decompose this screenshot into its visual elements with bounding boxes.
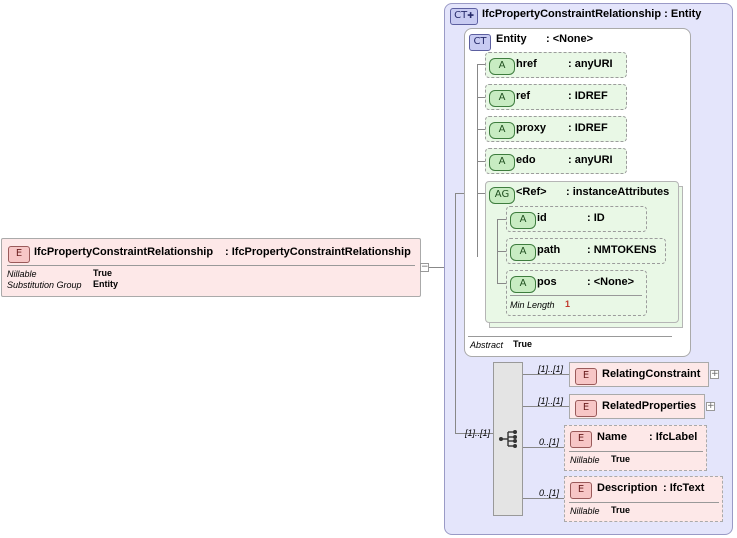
attribute-name: id: [537, 212, 547, 224]
attribute-type: : anyURI: [568, 154, 613, 166]
connector: [497, 283, 506, 284]
attribute-group-name: <Ref>: [516, 186, 547, 198]
connector: [523, 447, 564, 448]
element-name[interactable]: E Name : IfcLabel Nillable True: [564, 425, 707, 471]
attribute-type: : anyURI: [568, 58, 613, 70]
entity-type: : <None>: [546, 33, 594, 45]
attribute-badge: A: [510, 276, 536, 293]
element-name-label: Name: [597, 431, 627, 443]
connector: [497, 251, 506, 252]
root-element-name: IfcPropertyConstraintRelationship: [34, 246, 214, 258]
element-badge: E: [575, 400, 597, 417]
attribute-edo[interactable]: A edo : anyURI: [485, 148, 627, 174]
root-element[interactable]: E IfcPropertyConstraintRelationship : If…: [1, 238, 421, 297]
attribute-group-type: : instanceAttributes: [566, 186, 670, 198]
complex-type-badge: CT✚: [450, 8, 478, 25]
root-prop-value: True: [93, 268, 113, 278]
connector: [477, 129, 485, 130]
attribute-badge: A: [489, 58, 515, 75]
attribute-name: proxy: [516, 122, 546, 134]
attribute-name: pos: [537, 276, 557, 288]
divider: [7, 265, 415, 266]
element-description[interactable]: E Description : IfcText Nillable True: [564, 476, 723, 522]
nillable-value: True: [611, 505, 631, 515]
connector: [477, 161, 485, 162]
attribute-type: : <None>: [587, 276, 635, 288]
attribute-proxy[interactable]: A proxy : IDREF: [485, 116, 627, 142]
attribute-badge: A: [489, 90, 515, 107]
attribute-badge: A: [489, 122, 515, 139]
element-name: RelatedProperties: [602, 400, 697, 412]
attribute-path[interactable]: A path : NMTOKENS: [506, 238, 666, 264]
connector: [477, 97, 485, 98]
element-badge: E: [575, 368, 597, 385]
attribute-pos[interactable]: A pos : <None> Min Length 1: [506, 270, 647, 316]
connector: [477, 64, 485, 65]
connector: [523, 374, 569, 375]
divider: [510, 295, 642, 296]
sequence-cardinality: [1]..[1]: [465, 428, 491, 438]
element-badge: E: [8, 246, 30, 263]
element-type: : IfcLabel: [649, 431, 698, 443]
connector: [477, 193, 485, 194]
attribute-badge: A: [489, 154, 515, 171]
attribute-group-badge: AG: [489, 187, 515, 204]
connector: [523, 498, 564, 499]
child-cardinality: [1]..[1]: [538, 396, 564, 406]
attribute-href[interactable]: A href : anyURI: [485, 52, 627, 78]
attribute-name: path: [537, 244, 561, 256]
attribute-ref[interactable]: A ref : IDREF: [485, 84, 627, 110]
element-type: : IfcText: [663, 482, 705, 494]
connector: [523, 406, 569, 407]
connector: [455, 433, 493, 434]
connector: [455, 193, 465, 194]
attribute-type: : IDREF: [568, 122, 608, 134]
nillable-label: Nillable: [570, 506, 600, 516]
entity-badge: CT: [469, 34, 491, 51]
attribute-name: href: [516, 58, 537, 70]
element-name: RelatingConstraint: [602, 368, 701, 380]
child-cardinality: [1]..[1]: [538, 364, 564, 374]
child-cardinality: 0..[1]: [539, 437, 560, 447]
child-cardinality: 0..[1]: [539, 488, 560, 498]
collapse-icon[interactable]: −: [420, 262, 429, 272]
element-relating-constraint[interactable]: E RelatingConstraint: [569, 362, 709, 387]
element-related-properties[interactable]: E RelatedProperties: [569, 394, 705, 419]
expand-icon[interactable]: +: [706, 401, 715, 411]
divider: [569, 502, 719, 503]
attribute-id[interactable]: A id : ID: [506, 206, 647, 232]
attribute-type: : ID: [587, 212, 605, 224]
min-length-value: 1: [565, 299, 571, 309]
attribute-type: : IDREF: [568, 90, 608, 102]
attribute-badge: A: [510, 212, 536, 229]
element-name-label: Description: [597, 482, 658, 494]
connector: [429, 267, 455, 268]
root-element-type: : IfcPropertyConstraintRelationship: [225, 246, 411, 258]
sequence-compositor[interactable]: [493, 362, 523, 516]
element-badge: E: [570, 431, 592, 448]
connector: [477, 64, 478, 257]
abstract-value: True: [513, 339, 533, 349]
attribute-name: edo: [516, 154, 536, 166]
root-prop-label: Substitution Group: [7, 280, 82, 290]
entity-name: Entity: [496, 33, 527, 45]
attribute-badge: A: [510, 244, 536, 261]
plus-icon: ✚: [467, 11, 474, 20]
connector: [455, 193, 456, 433]
nillable-label: Nillable: [570, 455, 600, 465]
abstract-label: Abstract: [470, 340, 504, 350]
expand-icon[interactable]: +: [710, 369, 719, 379]
connector: [497, 219, 506, 220]
attribute-type: : NMTOKENS: [587, 244, 657, 256]
element-badge: E: [570, 482, 592, 499]
root-prop-value: Entity: [93, 279, 119, 289]
attribute-name: ref: [516, 90, 531, 102]
divider: [468, 336, 672, 337]
complex-type-title: IfcPropertyConstraintRelationship : Enti…: [482, 8, 702, 20]
divider: [569, 451, 703, 452]
sequence-icon: [499, 430, 517, 448]
nillable-value: True: [611, 454, 631, 464]
min-length-label: Min Length: [510, 300, 555, 310]
root-prop-label: Nillable: [7, 269, 37, 279]
